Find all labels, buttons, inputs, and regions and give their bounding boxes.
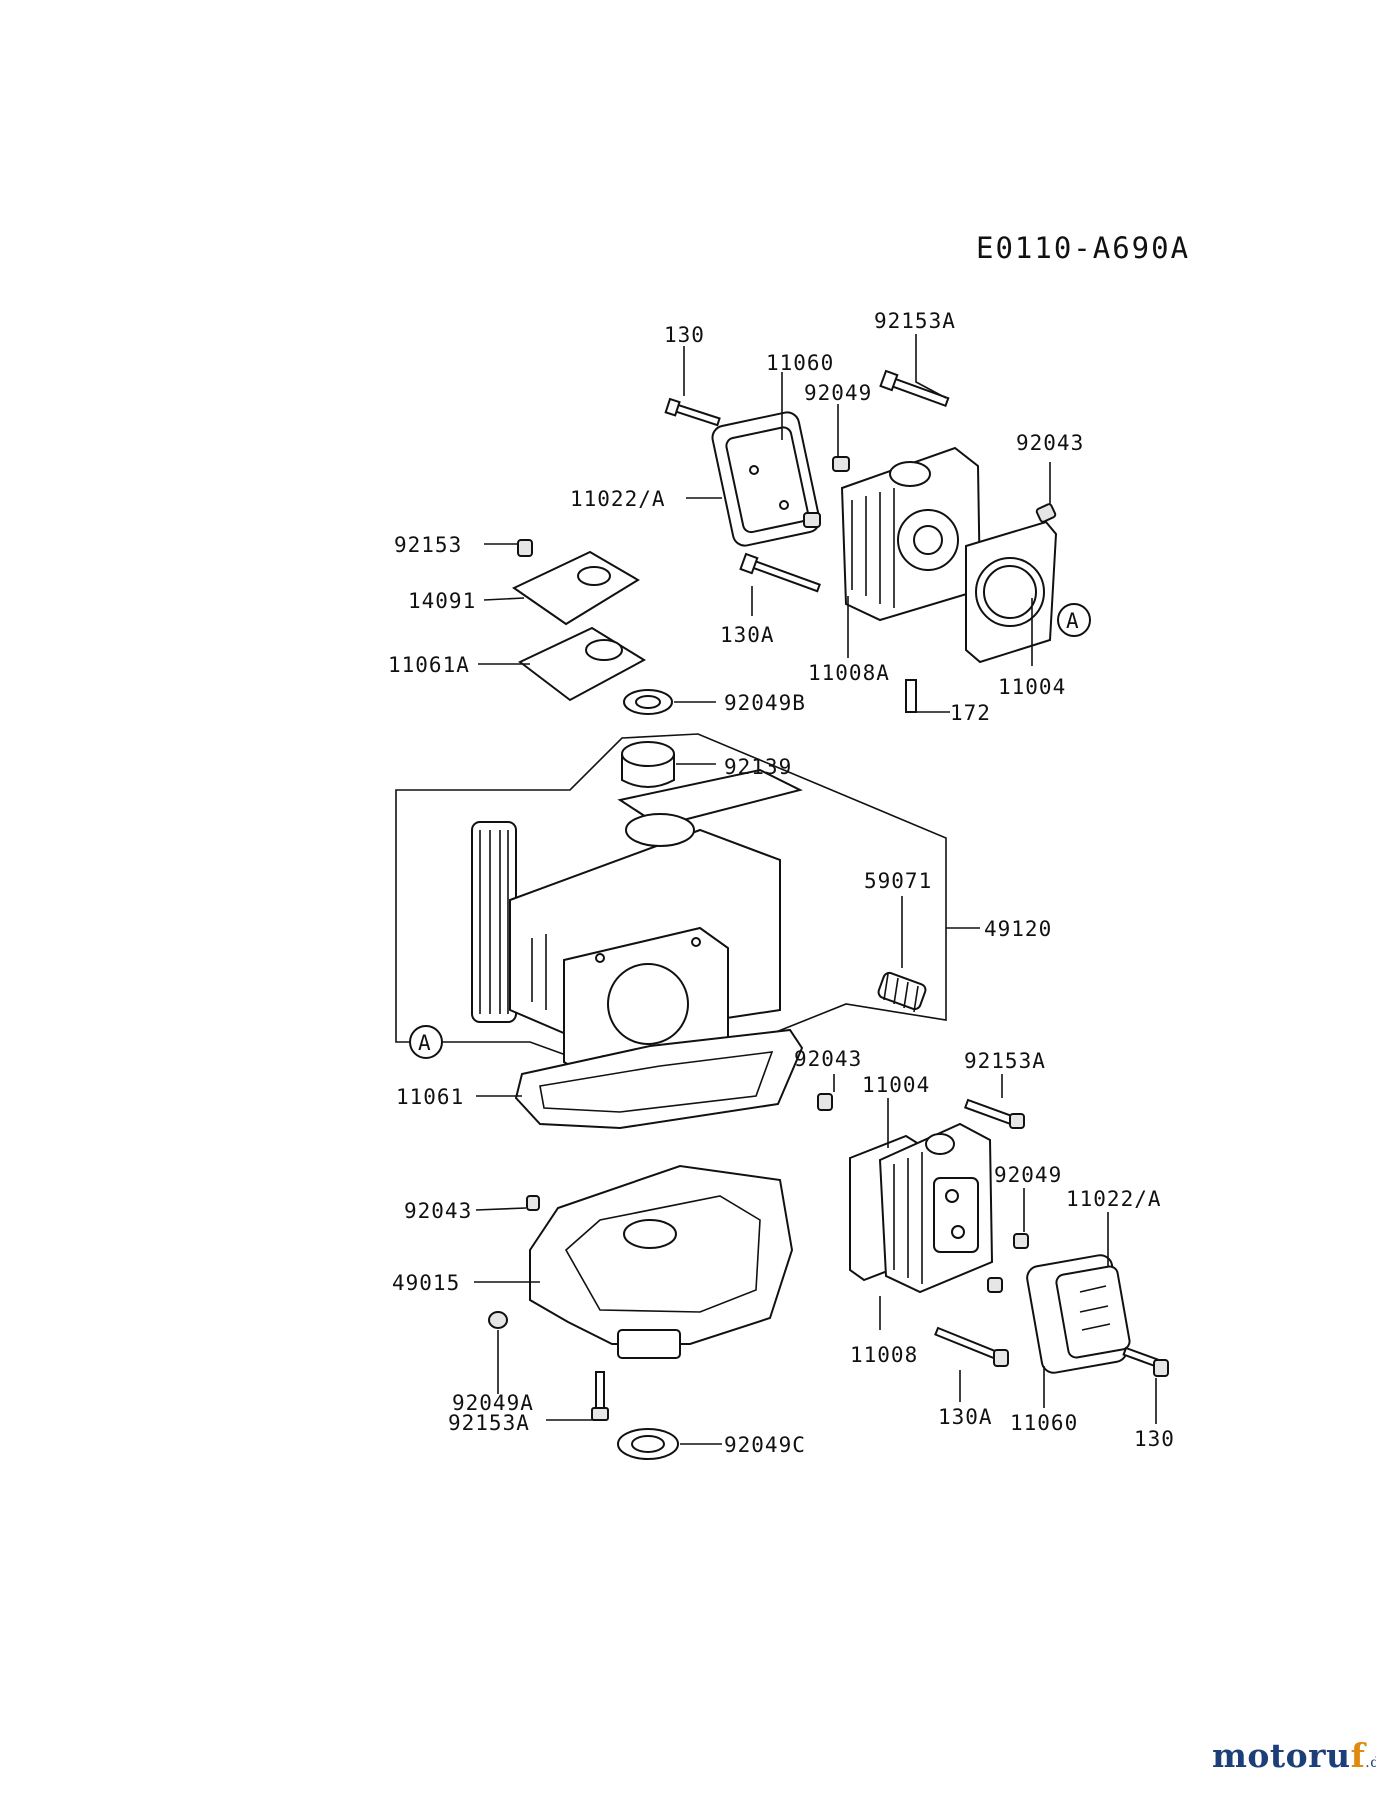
label-92043-left: 92043 <box>404 1199 472 1223</box>
bolt-130A-top <box>739 552 821 593</box>
watermark-accent: f <box>1350 1736 1366 1775</box>
label-92153A-top: 92153A <box>874 309 956 333</box>
label-49120: 49120 <box>984 917 1052 941</box>
nut-92049-top-b <box>803 512 821 528</box>
crankcase-49120: A <box>395 733 947 1085</box>
label-11008: 11008 <box>850 1343 918 1367</box>
label-92153: 92153 <box>394 533 462 557</box>
dowel-92043-mid <box>817 1093 833 1111</box>
label-92139: 92139 <box>724 755 792 779</box>
label-59071: 59071 <box>864 869 932 893</box>
label-11008A: 11008A <box>808 661 890 685</box>
label-92153A-bot: 92153A <box>964 1049 1046 1073</box>
bolt-130A-bot <box>934 1326 1001 1361</box>
label-130A-top: 130A <box>720 623 775 647</box>
label-172: 172 <box>950 701 991 725</box>
head-gasket-11004-top <box>965 520 1058 664</box>
breather-assembly <box>512 539 646 702</box>
rocker-cover-top <box>711 411 821 547</box>
dowel-92043-left <box>526 1195 540 1211</box>
leader-lines <box>474 334 1157 1445</box>
lower-head-assembly <box>817 1093 1169 1377</box>
label-92043-top: 92043 <box>1016 431 1084 455</box>
nut-92049-top <box>832 456 850 472</box>
label-92153A-left: 92153A <box>448 1411 530 1435</box>
crankcase-gasket-11061 <box>514 1028 804 1130</box>
label-92049B: 92049B <box>724 691 806 715</box>
bolt-92153 <box>517 539 533 557</box>
label-92049A: 92049A <box>452 1391 534 1415</box>
callout-a-top-letter: A <box>1066 609 1080 633</box>
cylinder-head-11008A <box>840 446 982 622</box>
label-130A-bot: 130A <box>938 1405 993 1429</box>
callout-a-top <box>1057 603 1091 637</box>
breather-gasket-11061A <box>518 626 646 702</box>
label-11061: 11061 <box>396 1085 464 1109</box>
watermark-logo: motoruf.de <box>1212 1736 1376 1775</box>
label-11022A-top: 11022/A <box>570 487 666 511</box>
label-49015: 49015 <box>392 1271 460 1295</box>
label-92049-top: 92049 <box>804 381 872 405</box>
nut-92049A <box>488 1311 508 1329</box>
label-14091: 14091 <box>408 589 476 613</box>
diagram-code: E0110-A690A <box>976 231 1190 265</box>
stud-172 <box>905 679 917 713</box>
nut-92049-bot <box>1013 1233 1029 1249</box>
oil-pan-49015 <box>488 1164 794 1460</box>
label-11004-top: 11004 <box>998 675 1066 699</box>
label-11004-bot: 11004 <box>862 1073 930 1097</box>
dowel-92043-top <box>1035 503 1057 523</box>
watermark-main: motoru <box>1212 1736 1351 1775</box>
label-11061A: 11061A <box>388 653 470 677</box>
label-11060-top: 11060 <box>766 351 834 375</box>
watermark-suffix: .de <box>1365 1755 1376 1771</box>
label-92049-bot: 92049 <box>994 1163 1062 1187</box>
label-130-bot: 130 <box>1134 1427 1175 1451</box>
callout-a-mid-letter: A <box>418 1031 432 1055</box>
part-labels: 130 11060 92153A 92049 92043 11022/A 921… <box>388 309 1175 1457</box>
label-92043-mid: 92043 <box>794 1047 862 1071</box>
bolt-130-top <box>664 397 721 427</box>
label-130-top: 130 <box>664 323 705 347</box>
callout-a-mid <box>409 1025 443 1059</box>
label-11060-bot: 11060 <box>1010 1411 1078 1435</box>
seals <box>621 689 675 788</box>
upper-head-assembly: A <box>664 369 1091 713</box>
valve-59071 <box>877 971 927 1013</box>
label-11022A-bot: 11022/A <box>1066 1187 1162 1211</box>
bolt-92153A-bot <box>963 1098 1017 1126</box>
rocker-cover-bot <box>1026 1254 1131 1374</box>
bolt-92153A-top <box>879 369 950 408</box>
breather-cover-14091 <box>512 550 640 626</box>
label-92049C: 92049C <box>724 1433 806 1457</box>
